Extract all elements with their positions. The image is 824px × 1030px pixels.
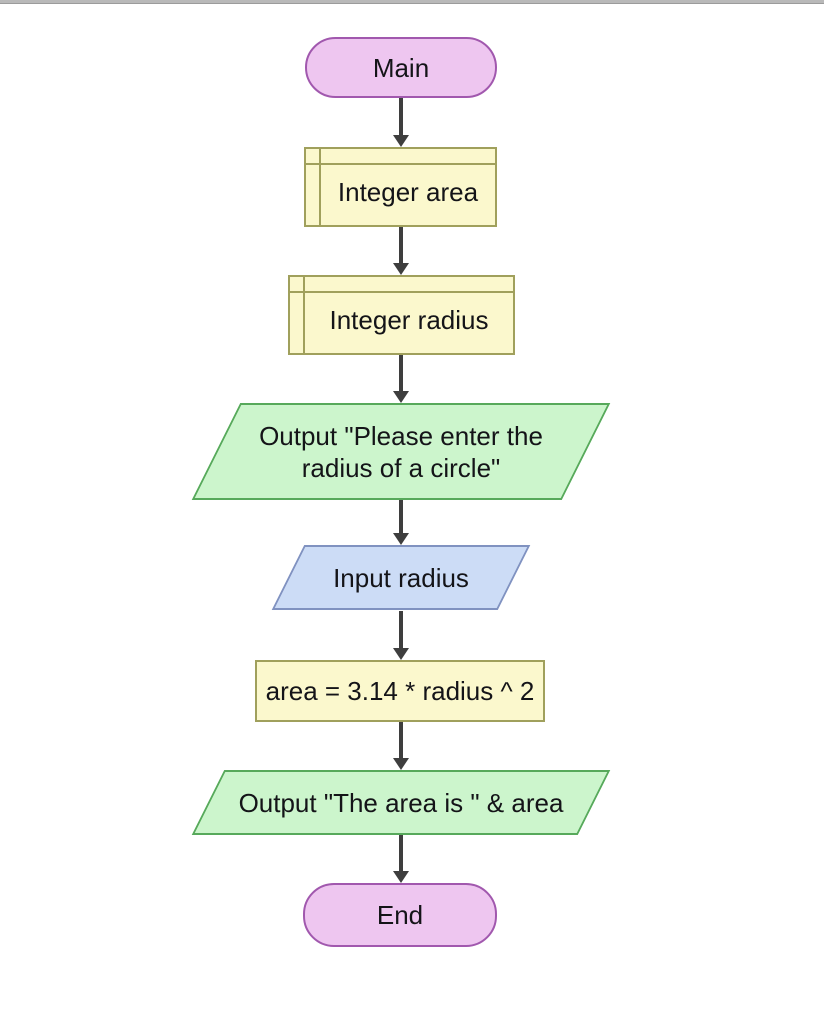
arrow-stem xyxy=(399,227,403,263)
node-declare-area[interactable]: Integer area xyxy=(304,147,497,227)
node-declare-radius[interactable]: Integer radius xyxy=(288,275,515,355)
declare-divider-horizontal xyxy=(306,163,495,165)
arrowhead-icon xyxy=(393,391,409,403)
flow-arrow xyxy=(393,500,409,545)
flow-arrow xyxy=(393,355,409,403)
node-input-radius[interactable]: Input radius xyxy=(271,545,531,610)
arrowhead-icon xyxy=(393,135,409,147)
arrow-stem xyxy=(399,835,403,871)
node-label: Output "The area is " & area xyxy=(238,787,564,818)
declare-divider-vertical xyxy=(303,277,305,353)
arrow-stem xyxy=(399,611,403,648)
arrow-stem xyxy=(399,98,403,135)
declare-divider-horizontal xyxy=(290,291,513,293)
arrowhead-icon xyxy=(393,533,409,545)
node-label: Integer area xyxy=(337,177,479,207)
arrowhead-icon xyxy=(393,758,409,770)
node-output-prompt[interactable]: Output "Please enter the radius of a cir… xyxy=(191,403,611,500)
arrowhead-icon xyxy=(393,871,409,883)
node-assign-area[interactable]: area = 3.14 * radius ^ 2 xyxy=(255,660,545,722)
flow-arrow xyxy=(393,835,409,883)
node-label: Main xyxy=(372,52,430,83)
node-label: area = 3.14 * radius ^ 2 xyxy=(265,676,535,706)
arrow-stem xyxy=(399,500,403,533)
window-top-edge xyxy=(0,0,824,4)
arrow-stem xyxy=(399,722,403,758)
node-label: End xyxy=(376,900,424,930)
declare-divider-vertical xyxy=(319,149,321,225)
flow-arrow xyxy=(393,227,409,275)
node-label: Input radius xyxy=(333,562,469,593)
node-label: Output "Please enter the radius of a cir… xyxy=(259,420,543,483)
flow-arrow xyxy=(393,98,409,147)
arrowhead-icon xyxy=(393,648,409,660)
flow-arrow xyxy=(393,722,409,770)
arrow-stem xyxy=(399,355,403,391)
node-end[interactable]: End xyxy=(303,883,497,947)
node-main[interactable]: Main xyxy=(305,37,497,98)
node-output-result[interactable]: Output "The area is " & area xyxy=(191,770,611,835)
arrowhead-icon xyxy=(393,263,409,275)
node-label: Integer radius xyxy=(329,305,489,335)
flow-arrow xyxy=(393,611,409,660)
